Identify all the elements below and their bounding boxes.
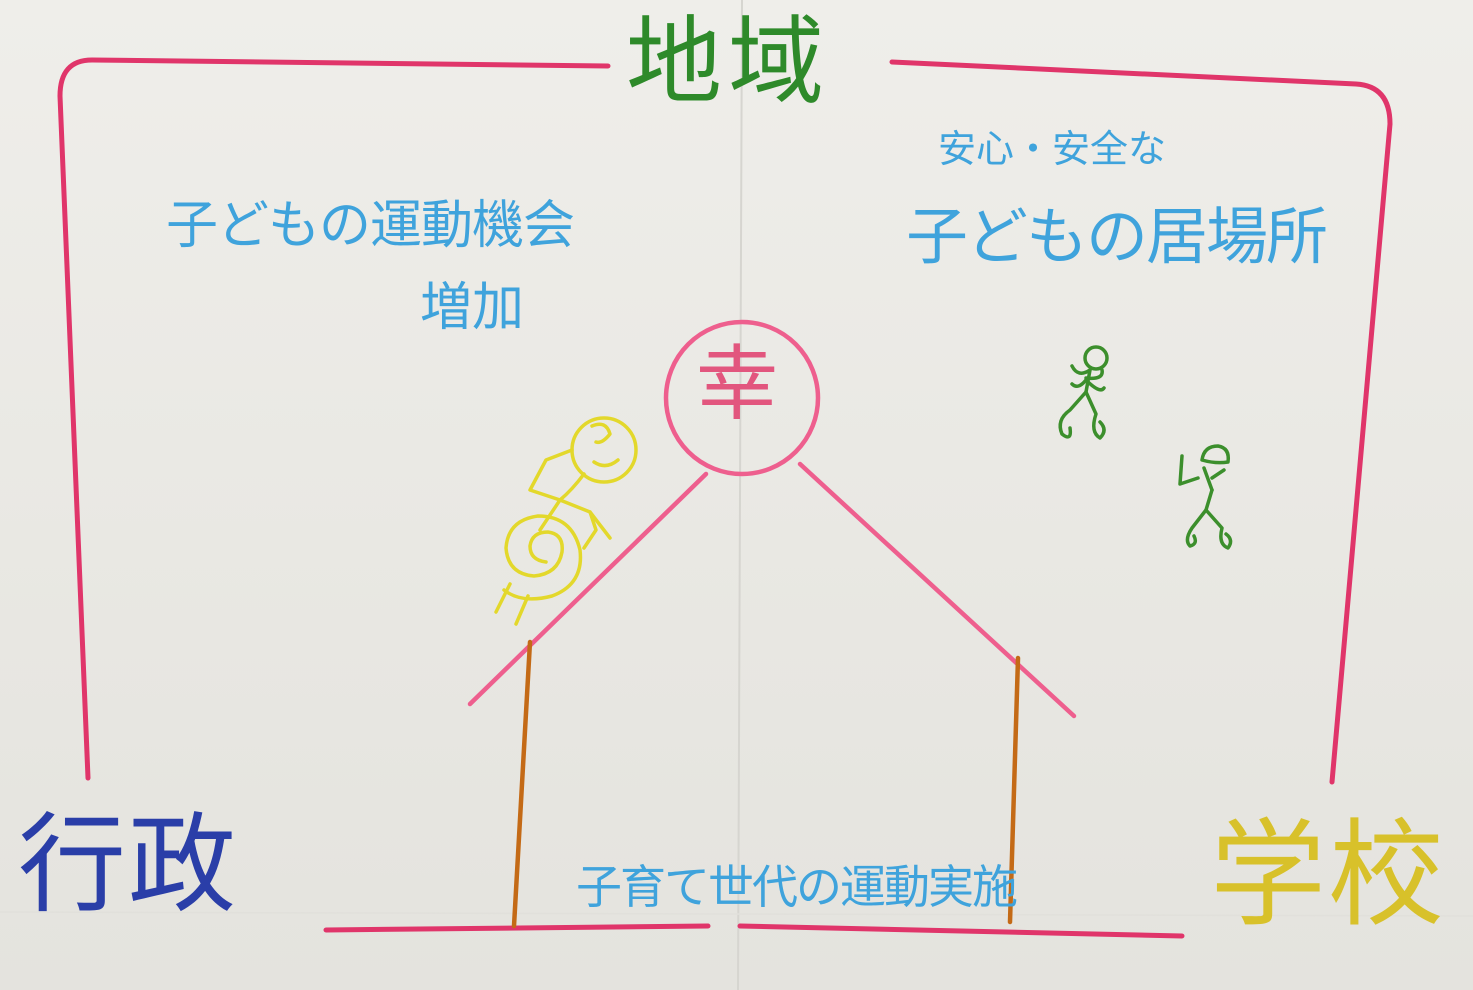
frame-top-left	[57, 57, 611, 781]
yellow-figure-head	[570, 416, 638, 484]
house-walls	[511, 639, 1021, 929]
paper-fold-line-bottom	[0, 911, 1473, 917]
note-exercise-increase: 増加	[420, 278, 525, 338]
happiness-glyph: 幸	[696, 337, 779, 432]
note-child-place: 子どもの居場所	[906, 200, 1328, 273]
happiness-circle	[663, 319, 821, 477]
frame-bottom-right	[737, 923, 1185, 939]
roof-right	[797, 461, 1077, 719]
frame-top-right	[889, 59, 1393, 785]
wall-left	[511, 639, 533, 929]
house-roof	[467, 461, 1077, 719]
green-figure-2-torso	[1204, 488, 1214, 512]
green-figure-2-legs	[1185, 508, 1233, 550]
note-exercise-opportunity: 子どもの運動機会	[166, 196, 575, 256]
roof-left	[467, 471, 709, 707]
paper-fold-line	[737, 0, 743, 990]
green-figure-2-arms	[1178, 454, 1226, 492]
yellow-figure-motion-1	[494, 582, 512, 614]
green-figure-1-head	[1083, 345, 1109, 371]
frame-bottom-left	[323, 923, 711, 933]
region-label-administration: 行政	[18, 803, 239, 928]
frame	[57, 57, 1393, 939]
yellow-figure-face	[590, 422, 620, 468]
yellow-figure-motion-2	[514, 594, 530, 626]
yellow-figure-spiral	[502, 514, 583, 601]
green-child-figure-1	[1058, 345, 1109, 440]
wall-right	[1007, 655, 1021, 925]
yellow-figure-leg	[538, 498, 598, 550]
yellow-child-figure	[494, 416, 638, 626]
note-parent-exercise: 子育て世代の運動実施	[576, 860, 1018, 914]
green-figure-1-arms	[1070, 378, 1106, 392]
green-child-figure-2	[1178, 444, 1233, 550]
yellow-figure-arm	[528, 448, 574, 502]
region-label-community: 地域	[626, 6, 830, 118]
region-label-school: 学校	[1210, 808, 1446, 943]
green-figure-1-legs	[1058, 390, 1106, 440]
note-safe-secure: 安心・安全な	[938, 127, 1167, 171]
green-figure-2-head	[1200, 444, 1231, 465]
